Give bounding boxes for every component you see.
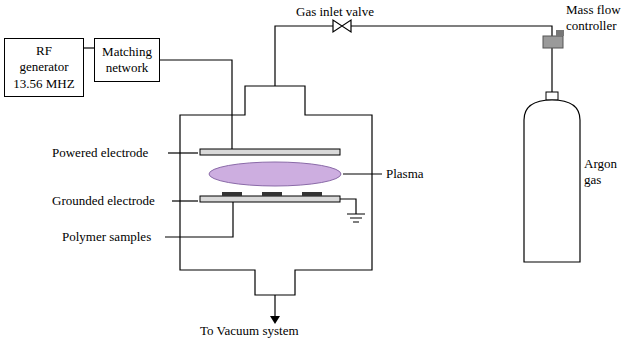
- box-text: RF generator 13.56 MHZ: [11, 43, 77, 92]
- leader-line: [165, 201, 233, 237]
- part-label: Plasma: [386, 166, 424, 182]
- chamber: [180, 86, 372, 295]
- part-label: Grounded electrode: [52, 193, 155, 209]
- polymer-sample: [222, 192, 242, 196]
- leader-line: [172, 200, 198, 201]
- mass-flow-controller: [543, 36, 563, 48]
- gas-pipe: [275, 26, 552, 86]
- part-label: Powered electrode: [52, 145, 148, 161]
- plasma: [209, 162, 341, 186]
- arrow-head: [270, 316, 280, 324]
- powered-electrode: [200, 149, 340, 155]
- ground-wire: [340, 199, 356, 214]
- leader-line: [168, 152, 198, 153]
- rf-wire: [160, 60, 232, 150]
- box-text: Matching network: [101, 44, 153, 77]
- vacuum-line: [274, 295, 275, 316]
- connector: [84, 48, 94, 49]
- cylinder-valve: [546, 92, 558, 100]
- connector-line: [84, 47, 94, 48]
- gas-pipe: [551, 48, 552, 92]
- gas-cylinder: [524, 100, 580, 262]
- part-label: To Vacuum system: [200, 323, 299, 339]
- polymer-sample: [302, 192, 322, 196]
- part-label: Argon gas: [584, 156, 632, 187]
- leader-line: [343, 173, 382, 174]
- process-box: RF generator 13.56 MHZ: [4, 38, 84, 97]
- ground-symbol: [347, 214, 365, 222]
- part-label: Polymer samples: [62, 229, 151, 245]
- mass-flow-controller: [556, 30, 564, 36]
- part-label: Mass flow controller: [566, 2, 632, 33]
- valve-symbol: [333, 20, 351, 32]
- part-label: Gas inlet valve: [296, 4, 374, 20]
- process-box: Matching network: [94, 38, 160, 82]
- grounded-electrode: [200, 196, 340, 202]
- polymer-sample: [262, 192, 282, 196]
